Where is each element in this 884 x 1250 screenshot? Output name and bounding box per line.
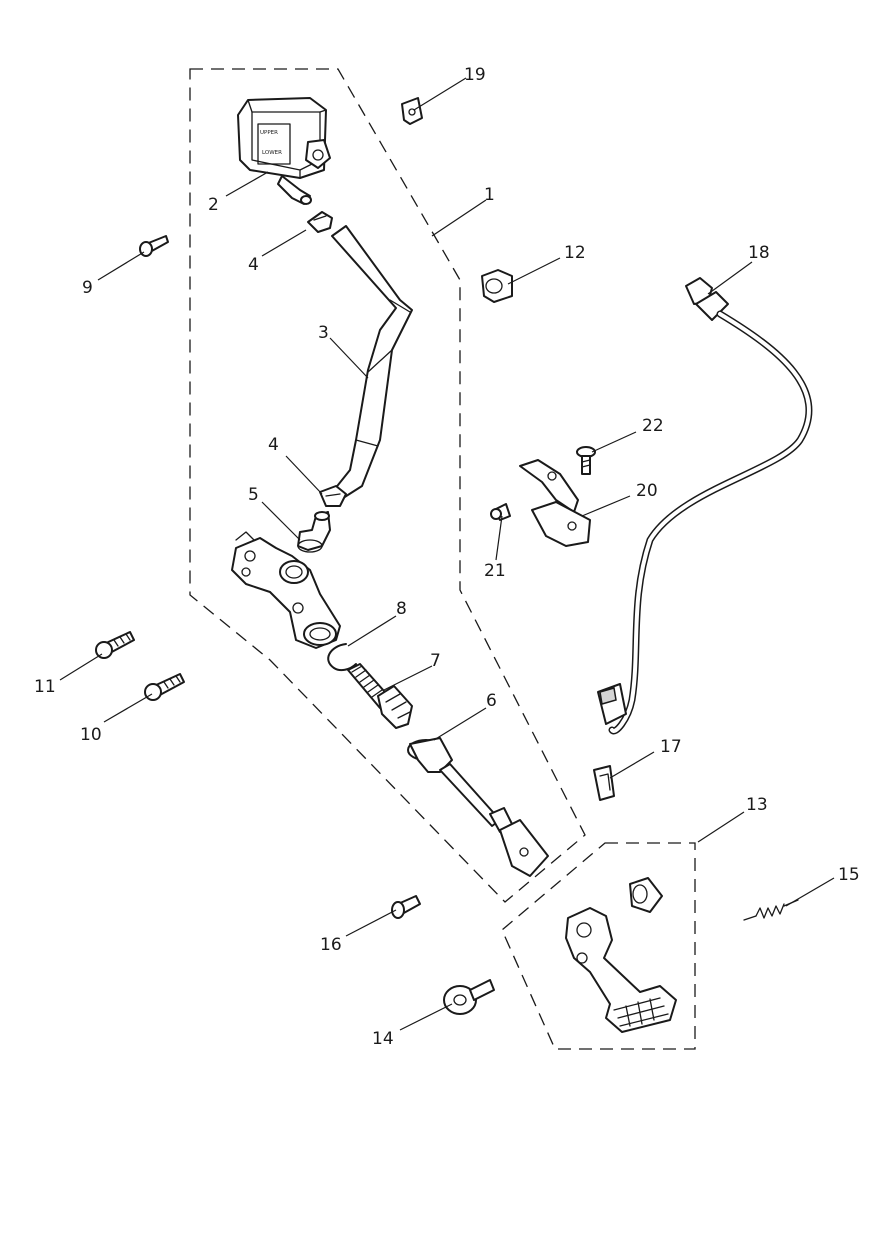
callout-22: 22 [642, 416, 664, 436]
assembly-outline-13 [501, 842, 696, 1050]
callout-21: 21 [484, 561, 506, 581]
leader-lines [59, 77, 835, 1031]
callout-15: 15 [838, 865, 860, 885]
reservoir-lower-label: LOWER [262, 150, 282, 156]
part-19-clip-nut[interactable] [401, 97, 423, 125]
callout-labels: 1 2 3 4 4 5 6 7 8 9 10 11 12 13 14 15 16… [34, 65, 860, 1049]
part-2-reservoir[interactable]: UPPER LOWER [237, 97, 331, 205]
callout-4-lower: 4 [268, 435, 279, 455]
part-6-pushrod[interactable] [407, 737, 549, 877]
part-5-banjo-fitting[interactable] [297, 511, 331, 553]
part-7-spring-piston[interactable] [347, 663, 413, 729]
part-12-grommet[interactable] [481, 269, 513, 303]
part-11-bolt[interactable] [95, 631, 135, 659]
callout-10: 10 [80, 725, 102, 745]
part-3-hose[interactable] [331, 225, 413, 501]
callout-5: 5 [248, 485, 259, 505]
part-10-bolt[interactable] [144, 673, 185, 701]
part-17-cable-clip[interactable] [593, 765, 615, 801]
master-cylinder-body[interactable] [231, 531, 341, 649]
reservoir-upper-label: UPPER [260, 130, 278, 136]
callout-2: 2 [208, 195, 219, 215]
part-15-return-spring[interactable] [743, 899, 799, 921]
callout-3: 3 [318, 323, 329, 343]
part-13-brake-pedal[interactable] [565, 877, 677, 1033]
part-4-hose-clip-upper[interactable] [307, 211, 333, 233]
part-9-bolt[interactable] [139, 235, 169, 257]
callout-16: 16 [320, 935, 342, 955]
callout-18: 18 [748, 243, 770, 263]
part-22-screw[interactable] [576, 446, 596, 475]
part-18-brake-switch-cable[interactable] [597, 277, 813, 735]
callout-8: 8 [396, 599, 407, 619]
part-8-circlip[interactable] [327, 643, 357, 672]
part-14-pivot-bolt[interactable] [443, 979, 495, 1015]
callout-20: 20 [636, 481, 658, 501]
callout-13: 13 [746, 795, 768, 815]
callout-4-upper: 4 [248, 255, 259, 275]
callout-19: 19 [464, 65, 486, 85]
callout-17: 17 [660, 737, 682, 757]
part-4-hose-clip-lower[interactable] [319, 485, 347, 507]
callout-9: 9 [82, 278, 93, 298]
callout-6: 6 [486, 691, 497, 711]
part-20-bracket[interactable] [519, 459, 591, 547]
callout-14: 14 [372, 1029, 394, 1049]
callout-12: 12 [564, 243, 586, 263]
callout-1: 1 [484, 185, 495, 205]
part-21-screw[interactable] [490, 503, 511, 521]
assembly-outline-1 [189, 68, 586, 903]
part-16-clevis-pin[interactable] [391, 895, 421, 919]
callout-7: 7 [430, 651, 441, 671]
callout-11: 11 [34, 677, 56, 697]
